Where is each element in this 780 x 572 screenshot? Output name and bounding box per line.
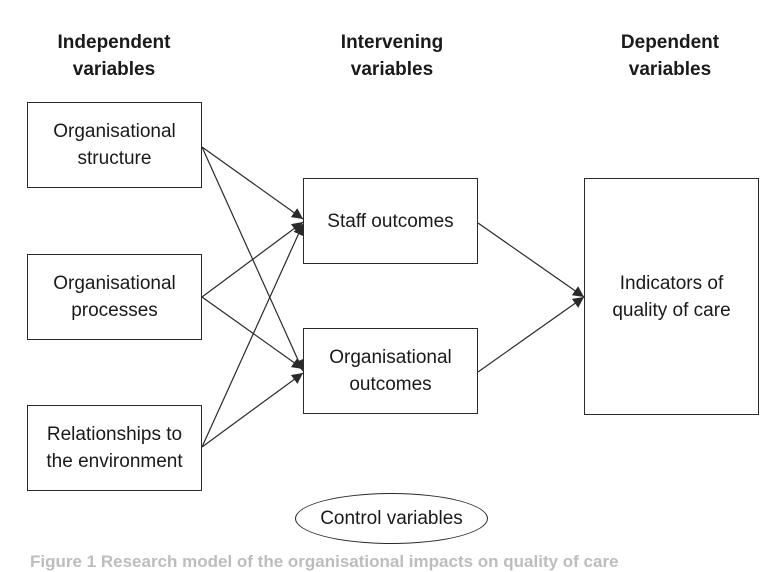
figure-caption: Figure 1 Research model of the organisat… xyxy=(30,552,619,571)
box-indicators-of-quality-of-care: Indicators of quality of care xyxy=(584,178,759,415)
heading-independent-variables: Independent variables xyxy=(57,32,171,80)
box-relationships-to-environment: Relationships to the environment xyxy=(27,405,202,491)
box-organisational-structure: Organisational structure xyxy=(27,102,202,188)
box-staff-outcomes: Staff outcomes xyxy=(303,178,478,264)
arrow-environment-to-staff xyxy=(201,223,304,448)
heading-intervening-variables: Intervening variables xyxy=(340,32,444,80)
ellipse-control-variables: Control variables xyxy=(295,493,488,544)
arrow-environment-to-org-outcomes xyxy=(201,372,304,448)
arrow-structure-to-staff xyxy=(201,146,304,220)
arrow-processes-to-staff xyxy=(201,221,304,298)
box-organisational-outcomes: Organisational outcomes xyxy=(303,328,478,414)
box-organisational-processes: Organisational processes xyxy=(27,254,202,340)
arrow-org-outcomes-to-quality xyxy=(477,296,585,373)
control-variables-label: Control variables xyxy=(320,507,463,529)
heading-dependent-variables: Dependent variables xyxy=(620,32,720,80)
arrow-staff-to-quality xyxy=(477,222,585,298)
arrow-processes-to-org-outcomes xyxy=(201,296,304,370)
